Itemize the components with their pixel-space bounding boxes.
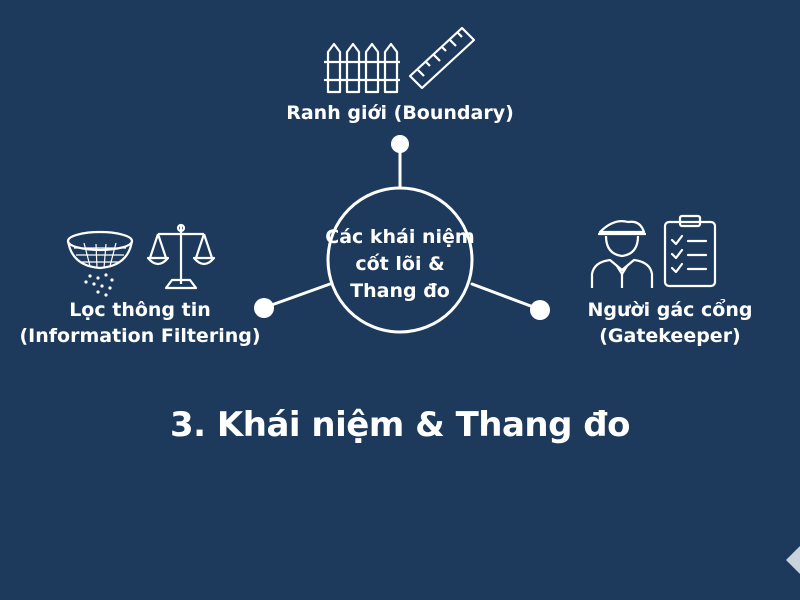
next-arrow-icon[interactable]: [784, 546, 800, 574]
center-label-line-3: Thang đo: [350, 280, 450, 302]
scales-icon: [146, 223, 216, 290]
connector-left: [264, 282, 332, 309]
node-dot-right: [530, 300, 550, 320]
sieve-grains: [84, 273, 114, 297]
node-label-right-line-1: Người gác cổng: [587, 299, 753, 321]
page-title: 3. Khái niệm & Thang đo: [170, 405, 630, 445]
center-label: Các khái niệm cốt lõi & Thang đo: [300, 224, 500, 305]
connector-right: [470, 282, 538, 310]
node-dot-top: [391, 135, 409, 153]
node-label-top-line: Ranh giới (Boundary): [286, 102, 514, 124]
node-label-right-line-2: (Gatekeeper): [599, 325, 741, 347]
fence-icon: [324, 42, 400, 94]
node-label-top: Ranh giới (Boundary): [250, 100, 550, 126]
node-label-left-line-2: (Information Filtering): [19, 325, 261, 347]
center-label-line-1: Các khái niệm: [325, 226, 475, 248]
node-label-left-line-1: Lọc thông tin: [69, 299, 211, 321]
checklist-icon: [663, 214, 717, 288]
node-label-right: Người gác cổng (Gatekeeper): [545, 297, 795, 349]
sieve-icon: [66, 230, 134, 270]
center-label-line-2: cốt lõi &: [355, 253, 445, 275]
node-label-left: Lọc thông tin (Information Filtering): [5, 297, 275, 349]
node-dot-left: [254, 298, 274, 318]
guard-icon: [590, 220, 654, 288]
ruler-icon: [408, 26, 476, 90]
